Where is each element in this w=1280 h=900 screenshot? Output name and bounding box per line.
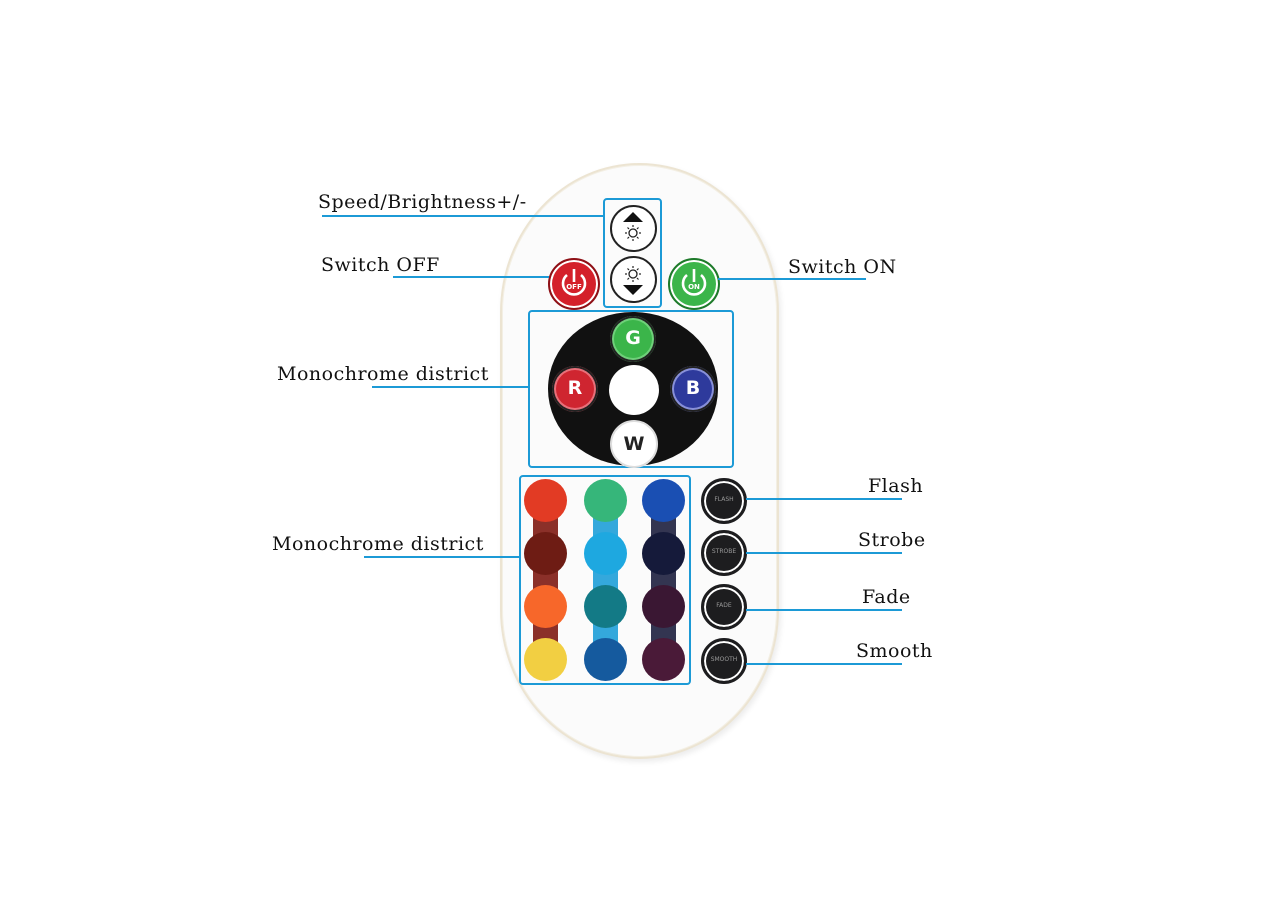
flash-button[interactable]: FLASH xyxy=(701,478,747,524)
b-button[interactable]: B xyxy=(670,366,716,412)
color-button[interactable] xyxy=(524,638,567,681)
center-button[interactable] xyxy=(609,365,659,415)
color-button[interactable] xyxy=(584,479,627,522)
b-label: B xyxy=(685,377,701,399)
off-label: OFF xyxy=(566,283,582,291)
r-button[interactable]: R xyxy=(552,366,598,412)
monochrome-district-label-2: Monochrome district xyxy=(272,533,484,555)
color-button[interactable] xyxy=(584,532,627,575)
monochrome-1-line xyxy=(372,386,529,388)
switch-off-line xyxy=(393,276,549,278)
flash-label: Flash xyxy=(868,475,924,497)
switch-on-label: Switch ON xyxy=(788,256,897,278)
flash-line xyxy=(746,498,902,500)
g-label: G xyxy=(625,327,641,349)
color-button[interactable] xyxy=(642,532,685,575)
w-button[interactable]: W xyxy=(610,420,658,468)
speed-brightness-line xyxy=(322,215,604,217)
palette-stem xyxy=(593,499,618,658)
color-button[interactable] xyxy=(524,479,567,522)
smooth-button-label: SMOOTH xyxy=(710,656,738,663)
color-button[interactable] xyxy=(642,479,685,522)
w-label: W xyxy=(623,433,645,455)
switch-off-button[interactable]: OFF xyxy=(548,258,600,310)
on-label: ON xyxy=(688,283,700,291)
fade-line xyxy=(746,609,902,611)
palette-stem xyxy=(651,499,676,658)
brightness-up-button[interactable] xyxy=(610,205,657,252)
power-icon xyxy=(681,269,707,296)
switch-off-label: Switch OFF xyxy=(321,254,440,276)
fade-button[interactable]: FADE xyxy=(701,584,747,630)
brightness-down-button[interactable] xyxy=(610,256,657,303)
fade-button-label: FADE xyxy=(716,602,732,609)
color-button[interactable] xyxy=(584,585,627,628)
strobe-line xyxy=(746,552,902,554)
color-button[interactable] xyxy=(642,585,685,628)
monochrome-district-label-1: Monochrome district xyxy=(277,363,489,385)
strobe-button[interactable]: STROBE xyxy=(701,530,747,576)
switch-on-line xyxy=(718,278,866,280)
fade-label: Fade xyxy=(862,586,911,608)
g-button[interactable]: G xyxy=(610,316,656,362)
strobe-label: Strobe xyxy=(858,529,926,551)
smooth-button[interactable]: SMOOTH xyxy=(701,638,747,684)
color-button[interactable] xyxy=(642,638,685,681)
palette-stem xyxy=(533,499,558,658)
color-palette-box xyxy=(519,475,691,685)
flash-button-label: FLASH xyxy=(714,496,734,503)
strobe-button-label: STROBE xyxy=(711,548,737,555)
switch-on-button[interactable]: ON xyxy=(668,258,720,310)
smooth-label: Smooth xyxy=(856,640,933,662)
color-button[interactable] xyxy=(524,532,567,575)
color-button[interactable] xyxy=(524,585,567,628)
r-label: R xyxy=(567,377,583,399)
speed-brightness-label: Speed/Brightness+/- xyxy=(318,191,527,213)
monochrome-2-line xyxy=(364,556,520,558)
color-button[interactable] xyxy=(584,638,627,681)
sun-down-icon xyxy=(623,266,643,295)
sun-up-icon xyxy=(623,212,643,241)
smooth-line xyxy=(746,663,902,665)
speed-brightness-box xyxy=(603,198,662,308)
power-icon xyxy=(561,269,587,296)
